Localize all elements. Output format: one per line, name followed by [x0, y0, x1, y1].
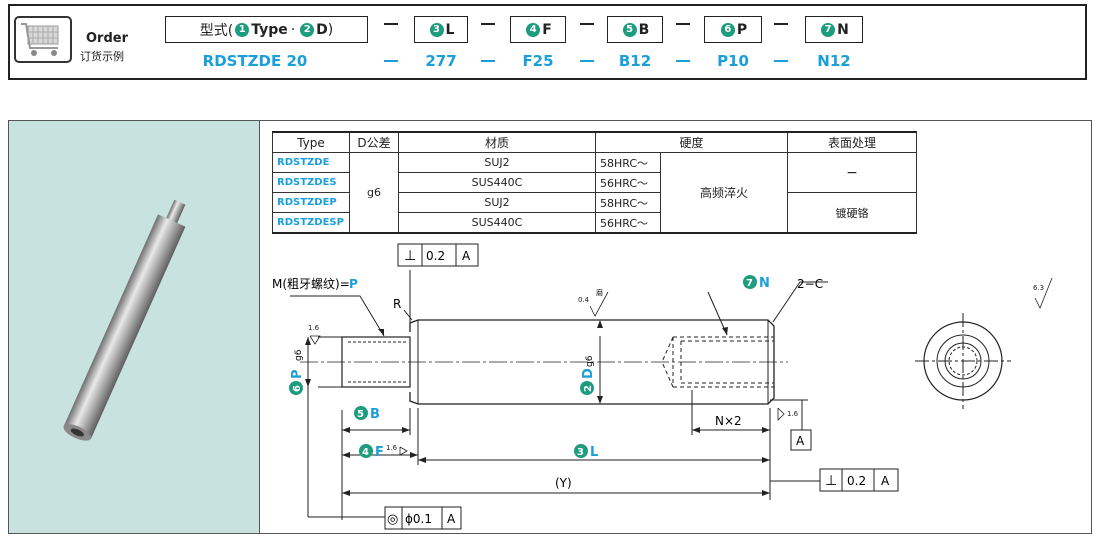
material-cell: SUS440C: [398, 172, 596, 193]
order-example-bar: [8, 4, 1087, 80]
hardness-cell: 56HRC〜: [595, 172, 661, 193]
value-dash: [774, 60, 788, 62]
part-value-f: F25: [522, 52, 554, 70]
model-prefix: 型式(: [199, 22, 234, 39]
concentricity-symbol: ◎: [387, 512, 398, 527]
tolerance-cell: g6: [349, 152, 399, 234]
y-label: (Y): [555, 476, 572, 490]
type-cell: RDSTZDE: [272, 152, 350, 173]
callout-f: F: [375, 445, 384, 460]
order-sub-label: 订货示例: [80, 50, 124, 63]
num-2-icon: 2: [300, 22, 315, 37]
thread-label: M(粗牙螺纹)=: [272, 277, 350, 291]
chamfer-label: 2−C: [797, 277, 823, 291]
type-cell: RDSTZDESP: [272, 212, 350, 234]
num-1-icon: 1: [235, 22, 250, 37]
hardness-cell: 56HRC〜: [595, 212, 661, 234]
svg-text:g6: g6: [294, 349, 304, 361]
svg-text:5: 5: [357, 409, 364, 420]
hardness-cell: 58HRC〜: [595, 152, 661, 173]
value-dash: [580, 60, 594, 62]
callout-d: D: [581, 368, 596, 379]
svg-text:⊥: ⊥: [825, 473, 837, 489]
svg-text:3: 3: [577, 447, 584, 458]
fcf-concentricity: ◎ ϕ0.1 A: [384, 506, 462, 530]
th-material: 材质: [398, 131, 596, 153]
part-value-b: B12: [618, 52, 652, 70]
type-cell: RDSTZDES: [272, 172, 350, 193]
perp-symbol: ⊥: [404, 248, 416, 264]
model-close: ): [327, 21, 334, 38]
concentricity-value: ϕ0.1: [405, 512, 432, 526]
material-cell: SUJ2: [398, 192, 596, 213]
value-dash: [676, 60, 690, 62]
separator: [676, 23, 690, 25]
model-box: 型式( 1 Type · 2 D ): [165, 16, 368, 43]
value-dash: [384, 60, 398, 62]
hardness-cell: 58HRC〜: [595, 192, 661, 213]
separator: [481, 23, 495, 25]
svg-text:0.2: 0.2: [847, 474, 866, 488]
model-d-label: D: [316, 21, 328, 38]
thread-p: P: [349, 277, 358, 291]
svg-text:1.6: 1.6: [787, 410, 799, 418]
model-type-label: Type: [251, 21, 288, 38]
fcf-perpendicularity-top: ⊥ 0.2 A: [397, 243, 479, 267]
tol-value: 0.2: [426, 249, 445, 263]
value-dash: [481, 60, 495, 62]
svg-text:6: 6: [292, 385, 303, 392]
svg-text:4: 4: [362, 447, 369, 458]
separator: [384, 23, 398, 25]
th-tolerance: D公差: [349, 131, 399, 153]
part-value-n: N12: [817, 52, 851, 70]
part-value-l: 277: [425, 52, 457, 70]
order-label: Order: [86, 31, 128, 46]
svg-text:6.3: 6.3: [1033, 284, 1044, 292]
th-type: Type: [272, 131, 350, 153]
callout-n: N: [759, 276, 770, 291]
material-cell: SUJ2: [398, 152, 596, 173]
separator: [774, 23, 788, 25]
svg-text:1.6: 1.6: [308, 324, 320, 332]
svg-text:A: A: [447, 512, 456, 526]
cart-icon: [14, 16, 72, 63]
callout-p: P: [290, 369, 305, 379]
svg-text:7: 7: [746, 278, 753, 289]
model-dot: ·: [290, 21, 296, 38]
svg-text:磨: 磨: [596, 288, 603, 297]
part-value-p: P10: [717, 52, 749, 70]
product-photo: [9, 121, 260, 533]
model-value: RDSTZDE 20: [202, 52, 308, 70]
r-label: R: [393, 297, 401, 311]
svg-text:1.6: 1.6: [386, 444, 398, 452]
svg-text:0.4: 0.4: [578, 296, 590, 304]
surface-plated-cell: 镀硬铬: [787, 192, 917, 234]
type-cell: RDSTZDEP: [272, 192, 350, 213]
technical-drawing: ⊥ 0.2 A ⊥ 0.2 A ◎ ϕ0.1 A A M(粗牙螺纹)= P R …: [272, 243, 1053, 530]
svg-text:A: A: [881, 474, 890, 488]
callout-b: B: [370, 407, 380, 422]
separator: [580, 23, 594, 25]
svg-text:2: 2: [583, 385, 594, 392]
callout-l: L: [590, 445, 598, 460]
th-hardness: 硬度: [595, 131, 788, 153]
heat-treatment-cell: 高频淬火: [660, 152, 788, 234]
fcf-perpendicularity-right: ⊥ 0.2 A: [819, 468, 899, 492]
svg-text:g6: g6: [585, 355, 595, 367]
surface-none-cell: −: [787, 152, 917, 193]
datum-label: A: [462, 249, 471, 263]
spec-table: Type D公差 材质 硬度 表面处理 RDSTZDE g6 SUJ2 58HR…: [272, 131, 917, 234]
material-cell: SUS440C: [398, 212, 596, 234]
datum-box-a: A: [796, 434, 805, 448]
th-surface: 表面处理: [787, 131, 917, 153]
product-panel: [8, 120, 1092, 534]
n-times-2: N×2: [715, 414, 742, 428]
